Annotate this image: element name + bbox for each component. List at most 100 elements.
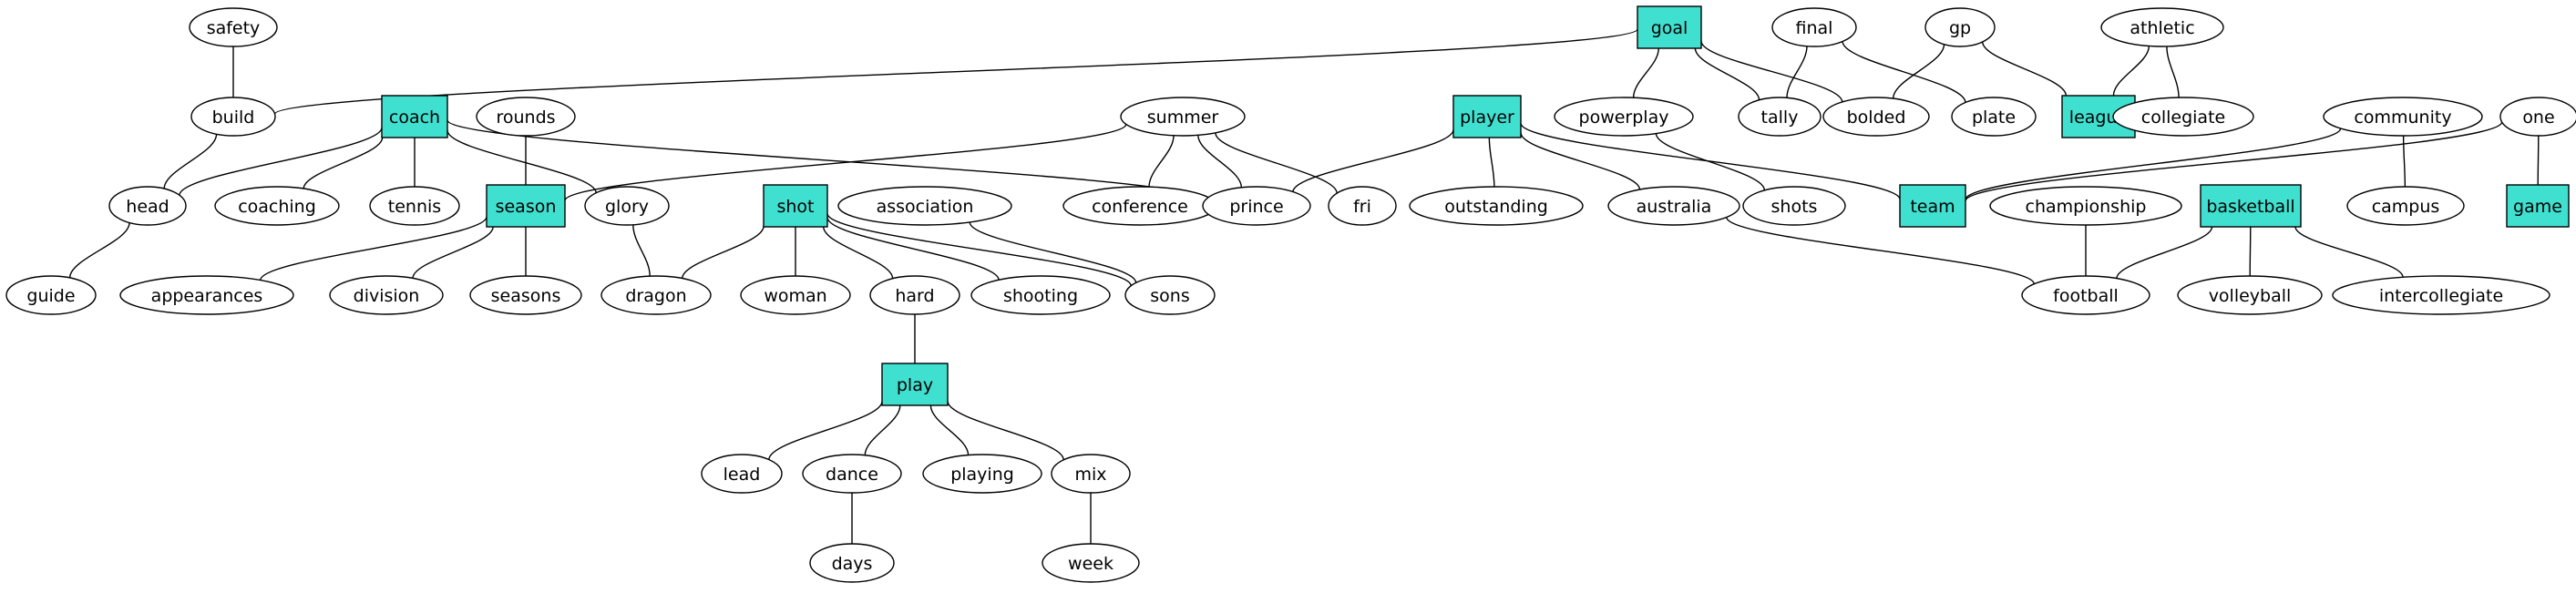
edge-player-prince xyxy=(1292,129,1454,192)
node-final-shape xyxy=(1771,7,1857,47)
node-glory: glory xyxy=(584,186,670,226)
node-tennis-label: tennis xyxy=(388,197,441,217)
node-basketball-label: basketball xyxy=(2206,197,2294,217)
edge-coach-coaching xyxy=(303,137,384,189)
node-dragon: dragon xyxy=(600,275,712,315)
edge-shot-dragon xyxy=(682,226,765,279)
node-plate: plate xyxy=(1951,97,2037,137)
node-tennis: tennis xyxy=(369,186,460,226)
edge-summer-conference xyxy=(1148,135,1175,188)
node-player-shape xyxy=(1452,95,1522,138)
node-bolded: bolded xyxy=(1822,97,1930,137)
node-community-label: community xyxy=(2354,107,2451,128)
node-intercollegiate-shape xyxy=(2332,275,2550,315)
node-collegiate-shape xyxy=(2112,97,2254,137)
node-player-label: player xyxy=(1460,107,1514,128)
node-football: football xyxy=(2021,275,2150,315)
node-sons: sons xyxy=(1124,275,1216,315)
edge-gp-bolded xyxy=(1892,44,1945,99)
node-gp: gp xyxy=(1924,7,1996,47)
node-bolded-shape xyxy=(1822,97,1930,137)
node-plate-label: plate xyxy=(1972,107,2016,128)
node-athletic-shape xyxy=(2100,7,2224,47)
node-gp-label: gp xyxy=(1949,18,1971,38)
node-division-shape xyxy=(329,275,444,315)
edge-head-guide xyxy=(68,222,130,279)
node-volleyball: volleyball xyxy=(2177,275,2323,315)
node-game-label: game xyxy=(2513,197,2562,217)
edge-coach-head xyxy=(179,127,383,196)
node-lead-label: lead xyxy=(724,465,761,485)
node-football-shape xyxy=(2021,275,2150,315)
edge-play-lead xyxy=(768,401,883,460)
node-play-shape xyxy=(881,363,949,406)
node-playing: playing xyxy=(922,454,1042,494)
edge-goal-tally xyxy=(1694,47,1760,100)
node-head-label: head xyxy=(126,197,169,217)
node-safety-label: safety xyxy=(207,18,261,38)
node-conference-label: conference xyxy=(1092,197,1188,217)
node-goal-shape xyxy=(1637,5,1702,49)
node-shooting-shape xyxy=(970,275,1111,315)
edge-player-outstanding xyxy=(1488,137,1495,188)
node-intercollegiate-label: intercollegiate xyxy=(2379,286,2503,306)
edge-goal-bolded xyxy=(1700,40,1843,103)
edge-community-team xyxy=(1965,128,2342,200)
node-guide: guide xyxy=(5,275,97,315)
node-intercollegiate: intercollegiate xyxy=(2332,275,2550,315)
edge-play-playing xyxy=(929,404,970,455)
edge-final-tally xyxy=(1786,46,1808,98)
node-lead: lead xyxy=(701,454,783,494)
node-fri-label: fri xyxy=(1353,197,1371,217)
node-community: community xyxy=(2323,97,2483,137)
node-athletic-label: athletic xyxy=(2130,18,2194,38)
node-coaching: coaching xyxy=(214,186,340,226)
node-safety-shape xyxy=(189,7,278,47)
edge-final-plate xyxy=(1842,41,1966,103)
node-sons-shape xyxy=(1124,275,1216,315)
edge-play-mix xyxy=(947,401,1064,461)
node-australia: australia xyxy=(1607,186,1740,226)
node-build-shape xyxy=(190,97,276,137)
node-association-shape xyxy=(837,186,1012,226)
node-rounds-label: rounds xyxy=(496,107,555,128)
node-woman: woman xyxy=(740,275,851,315)
node-one: one xyxy=(2499,97,2576,137)
node-seasons-label: seasons xyxy=(491,286,561,306)
node-head: head xyxy=(108,186,187,226)
node-dance-shape xyxy=(802,454,902,494)
node-outstanding: outstanding xyxy=(1409,186,1584,226)
node-championship-label: championship xyxy=(2026,197,2147,217)
node-community-shape xyxy=(2323,97,2483,137)
node-australia-label: australia xyxy=(1637,197,1712,217)
node-guide-label: guide xyxy=(26,286,75,306)
edge-build-head xyxy=(163,134,218,189)
node-rounds-shape xyxy=(476,97,576,137)
node-powerplay-label: powerplay xyxy=(1579,107,1669,128)
node-campus-shape xyxy=(2346,186,2465,226)
node-shots-label: shots xyxy=(1771,197,1818,217)
node-tally-label: tally xyxy=(1761,107,1799,128)
node-rounds: rounds xyxy=(476,97,576,137)
node-season-label: season xyxy=(496,197,557,217)
node-final-label: final xyxy=(1796,18,1833,38)
node-basketball-shape xyxy=(2200,184,2302,228)
node-campus-label: campus xyxy=(2372,197,2440,217)
node-game: game xyxy=(2506,184,2570,228)
node-seasons-shape xyxy=(469,275,582,315)
edge-coach-glory xyxy=(446,129,597,193)
node-hard-shape xyxy=(869,275,960,315)
node-days-shape xyxy=(809,543,895,583)
node-bolded-label: bolded xyxy=(1847,107,1906,128)
node-athletic: athletic xyxy=(2100,7,2224,47)
node-outstanding-shape xyxy=(1409,186,1584,226)
edge-powerplay-shots xyxy=(1655,133,1766,191)
node-shots-shape xyxy=(1742,186,1846,226)
edge-gp-league xyxy=(1982,41,2068,97)
edge-association-sons xyxy=(969,221,1137,283)
edge-summer-fri xyxy=(1215,132,1338,194)
node-fri-shape xyxy=(1328,186,1397,226)
edge-australia-football xyxy=(1726,217,2035,285)
edge-goal-build xyxy=(273,28,1638,115)
